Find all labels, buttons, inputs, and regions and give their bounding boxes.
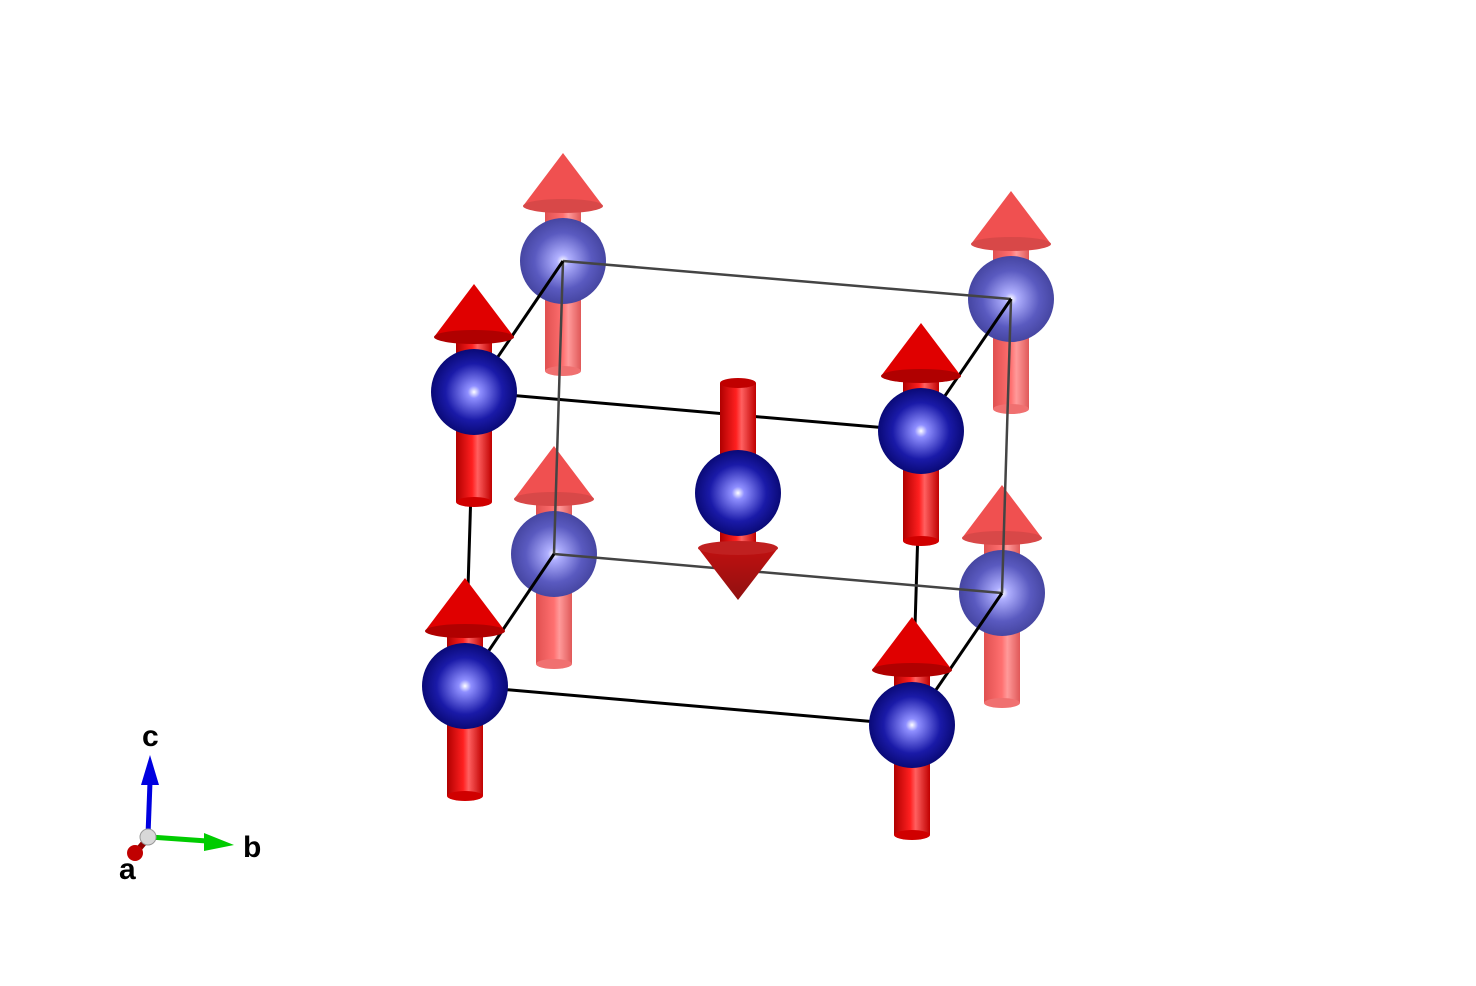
spin-arrowhead-rim	[962, 531, 1042, 545]
a-axis-label: a	[119, 853, 136, 886]
cell-edge	[473, 390, 922, 433]
spin-arrow-base	[903, 536, 939, 546]
spin-arrowhead-rim	[698, 541, 778, 555]
back-layer	[511, 153, 1054, 708]
spin-up-arrowhead-icon	[962, 485, 1042, 538]
spin-up-arrowhead-icon	[523, 153, 603, 206]
b-axis-shaft	[149, 834, 208, 844]
spin-arrow-base	[894, 830, 930, 840]
b-axis-arrowhead-icon	[204, 833, 234, 851]
atom-sphere	[422, 643, 508, 729]
atom-sphere	[869, 682, 955, 768]
spin-down-arrowhead-icon	[698, 548, 778, 600]
spin-arrowhead-rim	[434, 330, 514, 344]
spin-up-arrowhead-icon	[971, 191, 1051, 244]
atom-site-front-top-left[interactable]	[431, 284, 517, 507]
atom-sphere	[431, 349, 517, 435]
spin-up-arrowhead-icon	[881, 323, 961, 376]
atom-site-back-bottom-right[interactable]	[959, 485, 1045, 708]
cell-edge	[464, 684, 913, 727]
spin-arrowhead-rim	[971, 237, 1051, 251]
spin-up-arrowhead-icon	[425, 578, 505, 631]
spin-arrowhead-rim	[872, 663, 952, 677]
atom-site-back-top-left[interactable]	[520, 153, 606, 376]
spin-arrow-base	[536, 659, 572, 669]
axis-indicator: c b a	[119, 720, 261, 886]
c-axis-shaft	[145, 781, 153, 836]
c-axis-arrowhead-icon	[141, 755, 159, 785]
spin-arrowhead-rim	[514, 492, 594, 506]
spin-up-arrowhead-icon	[872, 617, 952, 670]
front-layer	[422, 284, 964, 840]
spin-arrow-base	[545, 366, 581, 376]
spin-arrow-base	[993, 404, 1029, 414]
spin-up-arrowhead-icon	[514, 446, 594, 499]
atom-site-front-bottom-left[interactable]	[422, 578, 508, 801]
atom-site-body-center[interactable]	[695, 378, 781, 600]
c-axis-label: c	[142, 720, 159, 753]
atom-site-front-bottom-right[interactable]	[869, 617, 955, 840]
spin-arrow-base	[456, 497, 492, 507]
atom-site-front-top-right[interactable]	[878, 323, 964, 546]
spin-arrow-base	[447, 791, 483, 801]
atom-sphere	[878, 388, 964, 474]
spin-arrowhead-rim	[881, 369, 961, 383]
atom-sphere	[695, 450, 781, 536]
cell-edge	[553, 552, 1003, 595]
b-axis-label: b	[243, 831, 261, 864]
cell-edge	[1000, 298, 1013, 594]
spin-arrowhead-rim	[425, 624, 505, 638]
cell-edge	[562, 259, 1012, 301]
spin-arrowhead-rim	[523, 199, 603, 213]
spin-up-arrowhead-icon	[434, 284, 514, 337]
spin-arrow-base	[984, 698, 1020, 708]
a-axis-head-icon	[127, 845, 143, 861]
cell-edge	[552, 260, 565, 555]
axis-origin-icon	[139, 828, 157, 846]
spin-arrow-top	[720, 378, 756, 388]
